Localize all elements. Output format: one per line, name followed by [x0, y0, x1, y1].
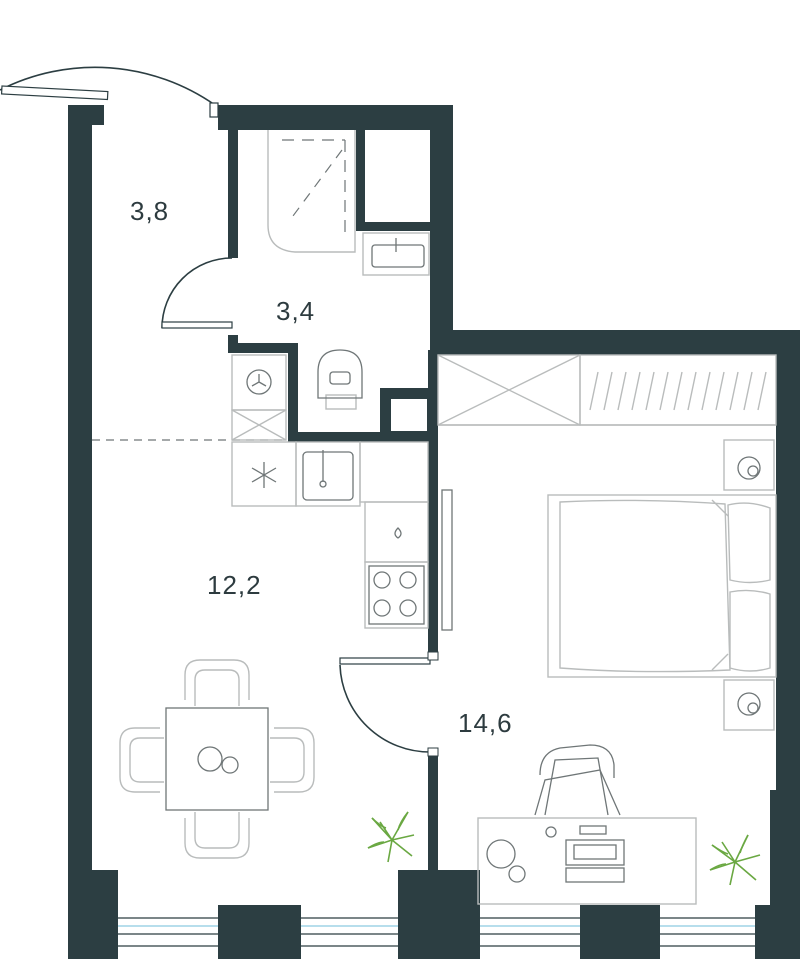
window-3: [480, 905, 580, 959]
bathroom-sink: [362, 232, 430, 276]
plant-bedroom: [709, 834, 761, 886]
bathroom-door: [161, 257, 233, 329]
toilet: [317, 349, 363, 410]
shower: [267, 130, 356, 253]
desk-chair: [534, 744, 621, 816]
desk: [477, 817, 697, 905]
dining-set: [119, 659, 315, 859]
walls: [68, 105, 800, 959]
window-4: [660, 905, 755, 959]
balcony-door: [0, 66, 219, 118]
nightstand-top: [723, 439, 775, 491]
room-area-bedroom: 14,6: [458, 708, 513, 738]
room-area-balcony: 3,8: [130, 196, 170, 226]
bedroom-door: [339, 651, 439, 757]
window-2: [301, 905, 398, 959]
wardrobe: [437, 354, 777, 426]
room-area-kitchen-living: 12,2: [207, 570, 262, 600]
plant-kitchen: [367, 811, 415, 863]
bed: [547, 494, 777, 678]
room-area-bathroom: 3,4: [276, 296, 316, 326]
nightstand-bottom: [723, 679, 775, 731]
windows: [118, 905, 755, 959]
window-1: [118, 905, 218, 959]
kitchen-counter: [231, 441, 453, 631]
shaft: [389, 397, 429, 433]
washing-machine: [231, 354, 287, 441]
